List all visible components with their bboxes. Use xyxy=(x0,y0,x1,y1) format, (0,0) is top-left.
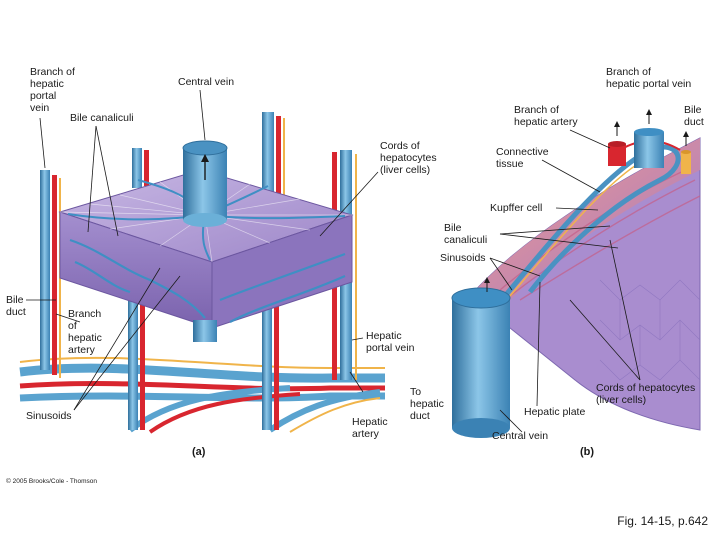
label-branch-hepatic-artery-a: Branch of hepatic artery xyxy=(68,308,102,356)
label-to-hepatic-duct: To hepatic duct xyxy=(410,386,444,422)
label-branch-hepatic-portal-vein-b: Branch of hepatic portal vein xyxy=(606,66,692,90)
label-cords-of-hepatocytes-a: Cords of hepatocytes (liver cells) xyxy=(380,140,437,176)
panel-b-drawing xyxy=(451,109,701,438)
label-bile-duct-a: Bile duct xyxy=(6,294,26,318)
label-connective-tissue: Connective tissue xyxy=(496,146,549,170)
label-sinusoids-a: Sinusoids xyxy=(26,410,72,422)
panel-a-letter: (a) xyxy=(192,446,206,458)
panel-b-letter: (b) xyxy=(580,446,595,458)
central-vein-b xyxy=(451,277,511,438)
label-branch-hepatic-artery-b: Branch of hepatic artery xyxy=(514,104,578,128)
label-branch-hepatic-portal-vein-a: Branch of hepatic portal vein xyxy=(30,66,75,114)
figure-reference: Fig. 14-15, p.642 xyxy=(617,514,708,528)
bottom-vessels xyxy=(19,356,385,434)
label-cords-of-hepatocytes-b: Cords of hepatocytes (liver cells) xyxy=(596,382,696,406)
label-central-vein-a: Central vein xyxy=(178,76,235,88)
label-kupffer-cell: Kupffer cell xyxy=(490,202,543,214)
central-vein-a xyxy=(182,140,228,342)
panel-a-drawing xyxy=(19,89,385,434)
label-central-vein-b: Central vein xyxy=(492,430,549,442)
panel-a-leader-lines xyxy=(26,89,379,411)
copyright-notice: © 2005 Brooks/Cole - Thomson xyxy=(6,478,98,485)
panel-b-leader-lines xyxy=(489,129,641,433)
label-bile-canaliculi-a: Bile canaliculi xyxy=(70,112,134,124)
label-hepatic-artery-a: Hepatic artery xyxy=(352,416,388,440)
panel-b-top-vessels xyxy=(608,109,691,174)
label-sinusoids-b: Sinusoids xyxy=(440,252,486,264)
label-bile-duct-b: Bile duct xyxy=(684,104,704,128)
label-hepatic-plate: Hepatic plate xyxy=(524,406,586,418)
label-bile-canaliculi-b: Bile canaliculi xyxy=(444,222,488,246)
label-hepatic-portal-vein-a: Hepatic portal vein xyxy=(366,330,415,354)
